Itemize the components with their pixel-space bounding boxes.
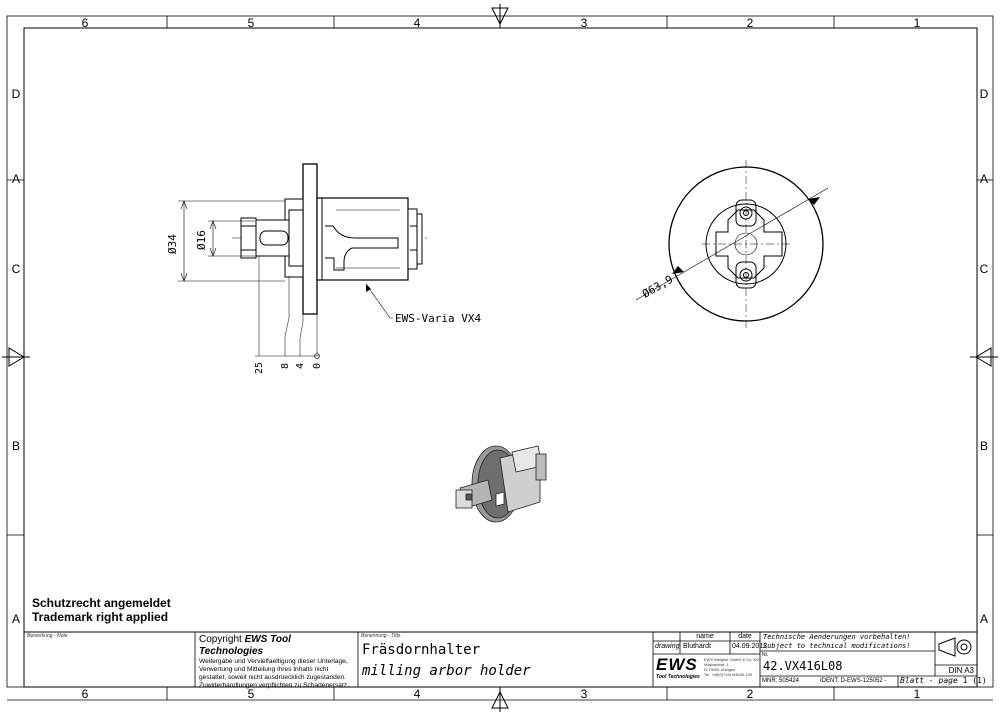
grid-label-right-a: A xyxy=(979,612,988,626)
dim-4: 4 xyxy=(295,363,306,369)
patent-notice-en: Trademark right applied xyxy=(32,610,169,624)
grid-label-right-d: D xyxy=(979,87,989,101)
copyright-line: Zuwiderhandlungen verpflichten zu Schade… xyxy=(199,682,349,689)
grid-label-top-3: 3 xyxy=(580,16,588,30)
grid-label-bottom-4: 4 xyxy=(413,687,421,701)
callout-label: EWS-Varia VX4 xyxy=(395,312,481,325)
dim-d34: Ø34 xyxy=(166,234,179,254)
grid-label-right-c: C xyxy=(979,262,989,276)
change-notice-en: Subject to technical modifications! xyxy=(763,642,911,650)
mnr-number: MNR: 505424 xyxy=(762,678,800,684)
change-notice-de: Technische Aenderungen vorbehalten! xyxy=(763,633,911,641)
company-address: EWS Weigele GmbH & Co. KG Maybachstr. 1 … xyxy=(704,657,759,677)
copyright-prefix: Copyright xyxy=(199,634,245,645)
grid-label-top-4: 4 xyxy=(413,16,421,30)
grid-label-bottom-6: 6 xyxy=(81,687,89,701)
ews-logo-sub: Tool Technologies xyxy=(656,674,700,680)
grid-label-left-b: B xyxy=(11,439,20,453)
patent-notice-de: Schutzrecht angemeldet xyxy=(32,596,171,610)
ews-logo: EWS Tool Technologies xyxy=(656,655,702,681)
company-line: EWS Weigele GmbH & Co. KG xyxy=(704,657,760,662)
grid-label-right-a-upper: A xyxy=(979,172,988,186)
part-number: 42.VX416L08 xyxy=(763,659,843,673)
grid-label-left-a: A xyxy=(11,612,20,626)
inner-frame xyxy=(23,27,978,688)
grid-label-bottom-1: 1 xyxy=(913,687,921,701)
sheet-label: Blatt - page xyxy=(900,676,958,685)
copyright-line: gestattet, soweit nicht ausdruecklich zu… xyxy=(199,674,346,681)
col-date-header: date xyxy=(738,633,752,640)
front-view xyxy=(178,163,430,359)
copyright-brand: EWS Tool Technologies xyxy=(199,634,291,657)
ews-logo-mark: EWS xyxy=(656,655,698,674)
title-label: Benennung - Title xyxy=(361,633,401,639)
remarks-label: Bemerkung - Note xyxy=(27,633,68,639)
drawer-name: Bluthardt xyxy=(683,643,712,650)
grid-label-left-d: D xyxy=(11,87,21,101)
sheet-value: 1 (1) xyxy=(962,676,987,685)
dim-25: 25 xyxy=(254,362,265,374)
sheet-info: Blatt - page 1 (1) xyxy=(900,676,987,685)
copyright-block: Copyright EWS Tool Technologies Weiterga… xyxy=(199,634,356,690)
projection-symbol-icon xyxy=(938,637,972,657)
col-name-header: name xyxy=(696,633,714,640)
copyright-text: Weitergabe und Vervielfaeltigung dieser … xyxy=(199,658,356,690)
number-label: Nr. xyxy=(762,652,769,658)
drawing-date: 04.09.2012 xyxy=(732,643,768,650)
grid-label-right-b: B xyxy=(979,439,988,453)
grid-label-bottom-3: 3 xyxy=(580,687,588,701)
ident-number: IDENT: D-EWS-125052 - xyxy=(820,678,887,684)
isometric-view xyxy=(455,445,547,523)
copyright-line: Weitergabe und Vervielfaeltigung dieser … xyxy=(199,658,348,665)
dim-0: 0 xyxy=(312,363,323,369)
patent-notice: Schutzrecht angemeldet Trademark right a… xyxy=(32,596,171,624)
company-line: Maybachstr. 1 xyxy=(704,662,729,667)
grid-label-top-5: 5 xyxy=(247,16,255,30)
outer-frame xyxy=(6,15,994,688)
dim-d16: Ø16 xyxy=(195,230,208,250)
company-line: Tel. +49(0)7161/93040-100 xyxy=(704,672,753,677)
row-drawing-label: drawing xyxy=(655,643,680,650)
dim-8: 8 xyxy=(280,363,291,369)
title-english: milling arbor holder xyxy=(362,663,531,679)
side-view xyxy=(635,160,829,328)
title-german: Fräsdornhalter xyxy=(362,642,481,658)
company-line: D-73095 Uhingen xyxy=(704,667,736,672)
grid-label-bottom-5: 5 xyxy=(247,687,255,701)
grid-label-top-1: 1 xyxy=(913,16,921,30)
grid-label-bottom-2: 2 xyxy=(746,687,754,701)
copyright-heading: Copyright EWS Tool Technologies xyxy=(199,634,356,658)
centering-marks xyxy=(2,4,998,712)
copyright-line: Verwertung und Mitteilung ihres Inhalts … xyxy=(199,666,329,673)
grid-label-left-c: C xyxy=(11,262,21,276)
title-block-lines xyxy=(24,631,977,687)
dim-d63-9: Ø63,9 xyxy=(640,273,675,301)
grid-label-left-a-upper: A xyxy=(11,172,20,186)
grid-label-top-6: 6 xyxy=(81,16,89,30)
grid-label-top-2: 2 xyxy=(746,16,754,30)
paper-format: DIN A3 xyxy=(948,666,974,675)
